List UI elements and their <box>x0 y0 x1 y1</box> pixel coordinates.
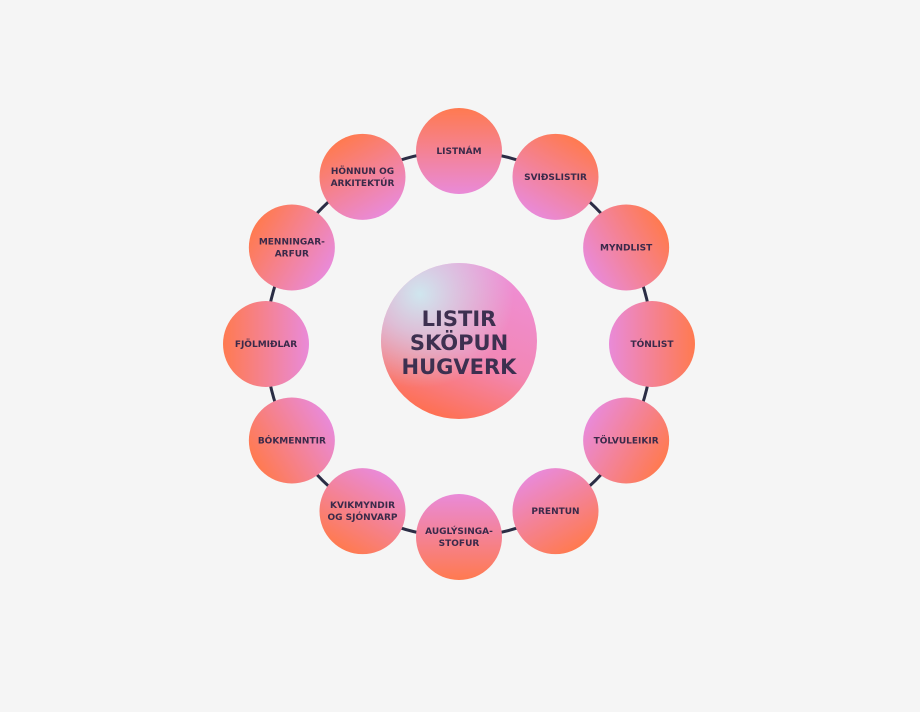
node-circle <box>319 468 406 555</box>
node-circle <box>416 494 502 580</box>
center-node: LISTIR SKÖPUN HUGVERK <box>381 263 537 419</box>
node-8: BÓKMENNTIR <box>248 397 335 484</box>
center-line-3: HUGVERK <box>402 355 518 379</box>
node-circle <box>416 108 502 194</box>
node-label: TÓNLIST <box>630 338 674 350</box>
node-label: OG SJÓNVARP <box>327 511 397 523</box>
node-label: MYNDLIST <box>600 244 653 254</box>
node-label: ARKITEKTÚR <box>331 177 395 189</box>
node-circle <box>248 397 335 484</box>
node-circle <box>223 301 309 387</box>
node-circle <box>319 133 406 220</box>
node-4: TÖLVULEIKIR <box>583 397 670 484</box>
center-line-2: SKÖPUN <box>410 330 508 355</box>
node-circle <box>583 397 670 484</box>
node-label: TÖLVULEIKIR <box>594 436 659 447</box>
center-line-1: LISTIR <box>422 307 497 331</box>
node-label: FJÖLMIÐLAR <box>235 339 297 350</box>
node-label: SVIÐSLISTIR <box>524 173 587 183</box>
node-label: MENNINGAR- <box>259 238 325 248</box>
node-9: FJÖLMIÐLAR <box>223 301 309 387</box>
node-label: PRENTUN <box>531 507 579 517</box>
node-1: SVIÐSLISTIR <box>512 133 599 220</box>
node-label: AUGLÝSINGA- <box>425 525 493 537</box>
node-label: BÓKMENNTIR <box>258 435 326 447</box>
node-circle <box>248 204 335 291</box>
node-10: MENNINGAR- ARFUR <box>248 204 335 291</box>
node-circle <box>609 301 695 387</box>
node-2: MYNDLIST <box>583 204 670 291</box>
node-label: STOFUR <box>439 539 480 549</box>
node-circle <box>512 133 599 220</box>
node-6: AUGLÝSINGA- STOFUR <box>416 494 502 580</box>
node-3: TÓNLIST <box>609 301 695 387</box>
node-label: HÖNNUN OG <box>331 166 394 177</box>
node-0: LISTNÁM <box>416 108 502 194</box>
node-label: ARFUR <box>275 250 309 260</box>
node-label: KVIKMYNDIR <box>330 501 395 511</box>
node-circle <box>512 468 599 555</box>
node-5: PRENTUN <box>512 468 599 555</box>
node-circle <box>583 204 670 291</box>
node-label: LISTNÁM <box>436 145 481 157</box>
